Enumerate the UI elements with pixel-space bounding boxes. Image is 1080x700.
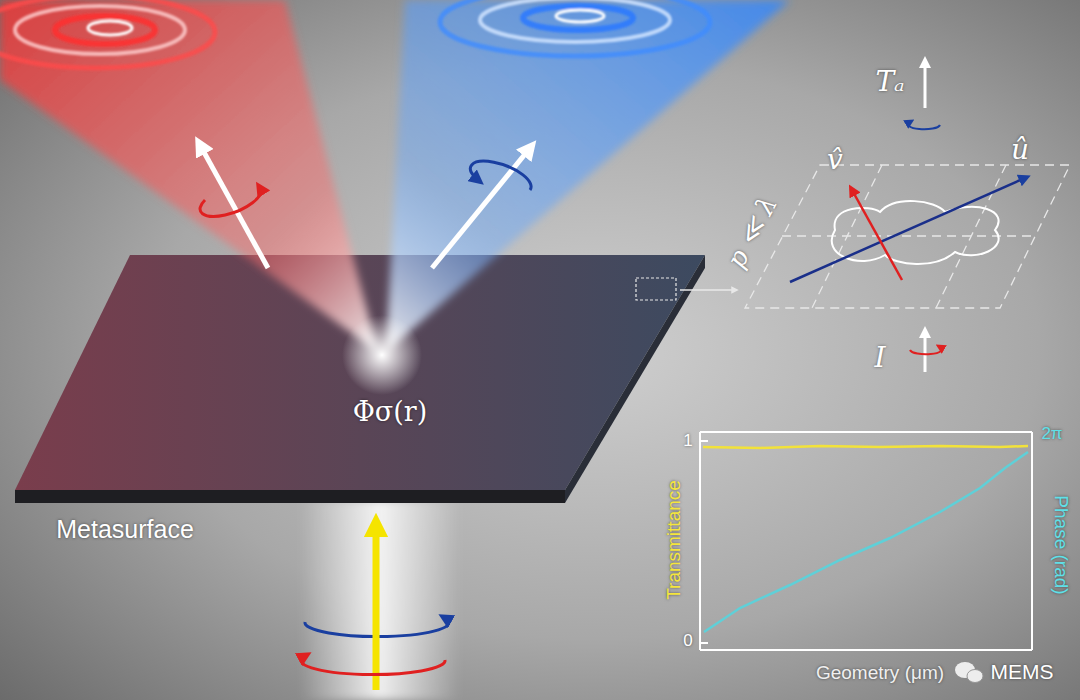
output-arrow: [432, 148, 530, 268]
v-axis: [852, 190, 902, 280]
axis-label: v̂: [827, 145, 843, 176]
input-field-label: I: [874, 343, 885, 374]
blue-beam: [386, 0, 790, 352]
inset-chart: [700, 432, 1032, 650]
input-beam: [300, 500, 460, 700]
output-arrow: [924, 62, 927, 108]
phase-profile-label: Φσ(r): [353, 397, 428, 427]
red-swirl: [0, 0, 215, 68]
rcp-ring: [910, 347, 942, 354]
tick-label: 1: [683, 432, 692, 451]
cell-marker: [636, 278, 676, 300]
axis-title: Phase (rad): [1051, 495, 1072, 594]
output-arrow: [200, 145, 268, 268]
input-arrow: [924, 332, 927, 372]
rcp-ring: [200, 188, 261, 216]
tick-label: 2π: [1041, 425, 1062, 444]
blue-swirl: [440, 0, 710, 56]
axis-title: Transmittance: [664, 480, 685, 600]
leader-line: [680, 289, 735, 291]
rcp-ring: [301, 656, 445, 675]
metasurface-side: [565, 255, 705, 503]
input-arrow: [373, 525, 380, 690]
lcp-ring: [470, 161, 531, 190]
tick-label: 0: [683, 632, 692, 651]
axis-title: Geometry (μm): [816, 663, 944, 684]
watermark: MEMS: [991, 660, 1054, 683]
period-label: p ≪ λ: [721, 191, 782, 272]
output-field-label: Tₐ: [875, 67, 904, 98]
u-axis: [790, 178, 1025, 282]
watermark-icon: [955, 662, 983, 683]
meta-atom: [832, 201, 999, 264]
axis-label: û: [1011, 135, 1029, 166]
metasurface-edge: [15, 490, 565, 503]
component-label: Metasurface: [56, 516, 194, 544]
unit-cell: [745, 165, 1070, 308]
focal-glow: [342, 315, 422, 395]
lcp-ring: [908, 122, 940, 129]
